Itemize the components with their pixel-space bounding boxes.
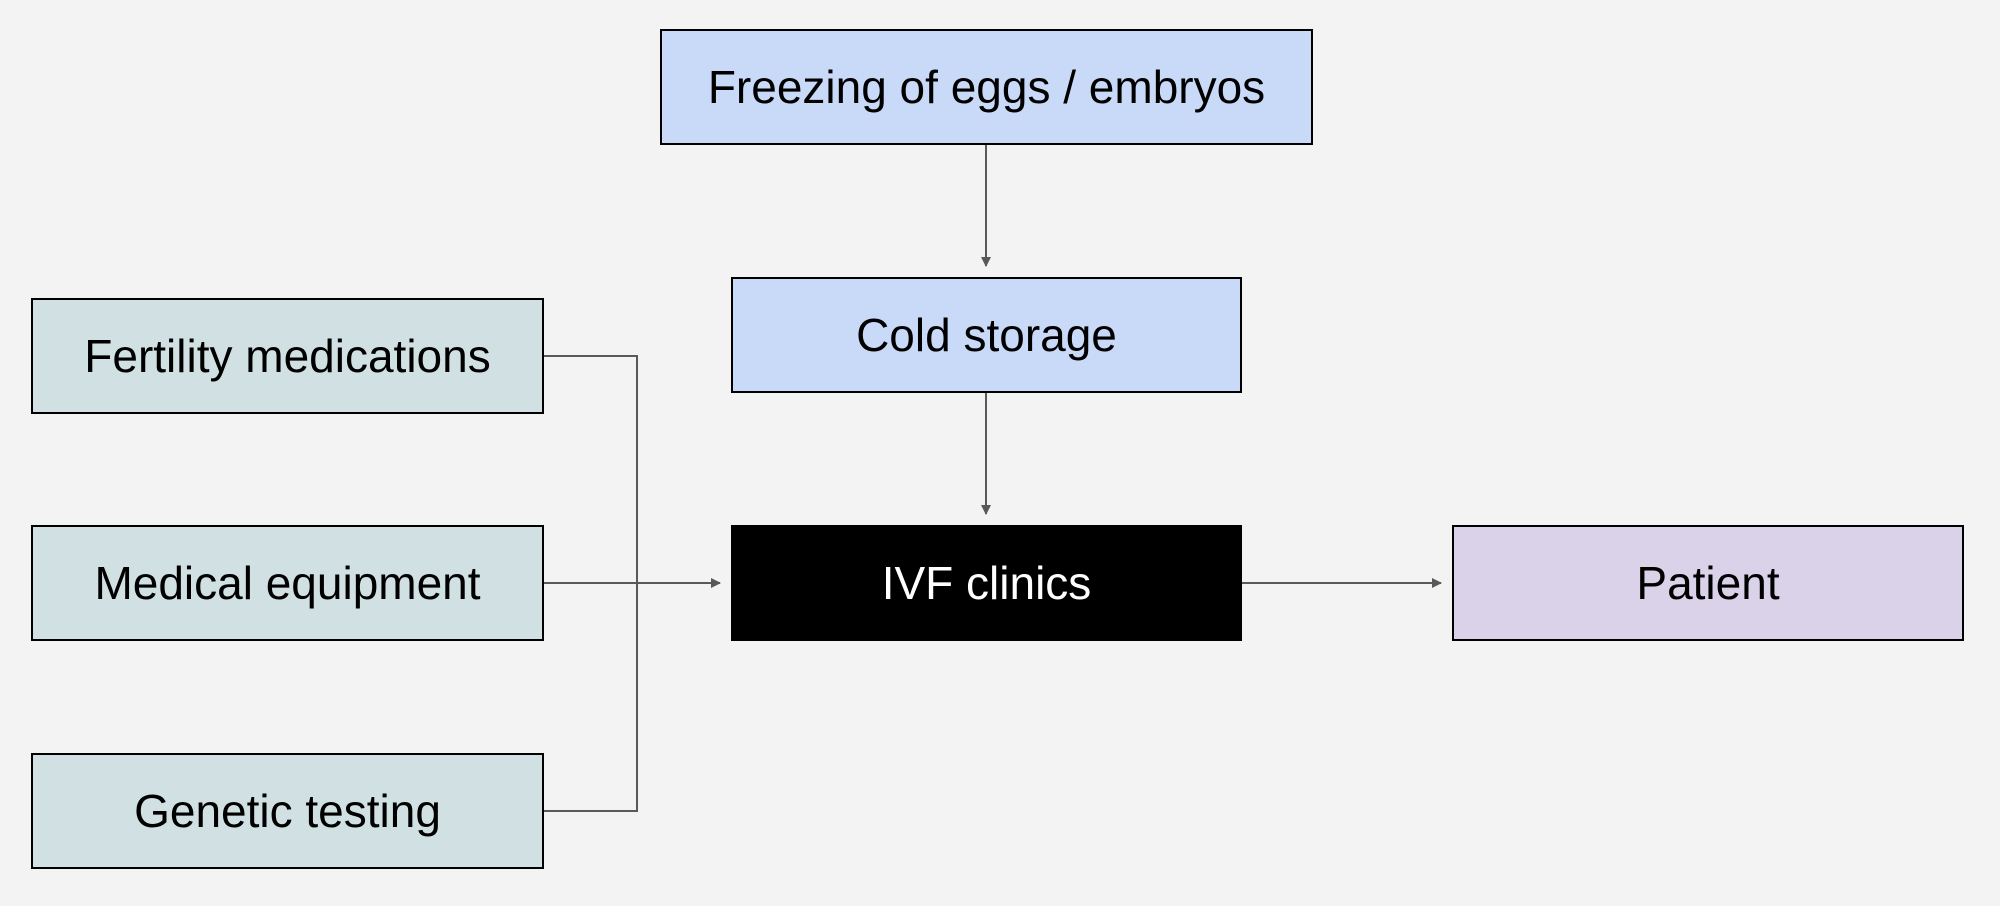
node-ivf-clinics[interactable]: IVF clinics	[731, 525, 1242, 641]
node-genetic-testing[interactable]: Genetic testing	[31, 753, 544, 869]
node-label: Fertility medications	[84, 330, 491, 382]
node-medical-equipment[interactable]: Medical equipment	[31, 525, 544, 641]
node-label: Genetic testing	[134, 785, 441, 837]
node-label: Cold storage	[856, 309, 1117, 361]
node-cold-storage[interactable]: Cold storage	[731, 277, 1242, 393]
node-label: Freezing of eggs / embryos	[707, 61, 1266, 113]
node-patient[interactable]: Patient	[1452, 525, 1964, 641]
node-label: Medical equipment	[94, 557, 481, 609]
edge-genetic-testing-to-ivf-clinics	[544, 583, 638, 812]
node-label: IVF clinics	[881, 557, 1092, 609]
node-fertility-medications[interactable]: Fertility medications	[31, 298, 544, 414]
node-label: Patient	[1636, 557, 1780, 609]
edge-fertility-medications-to-ivf-clinics	[544, 355, 638, 583]
node-freezing-of-eggs-embryos[interactable]: Freezing of eggs / embryos	[660, 29, 1313, 145]
